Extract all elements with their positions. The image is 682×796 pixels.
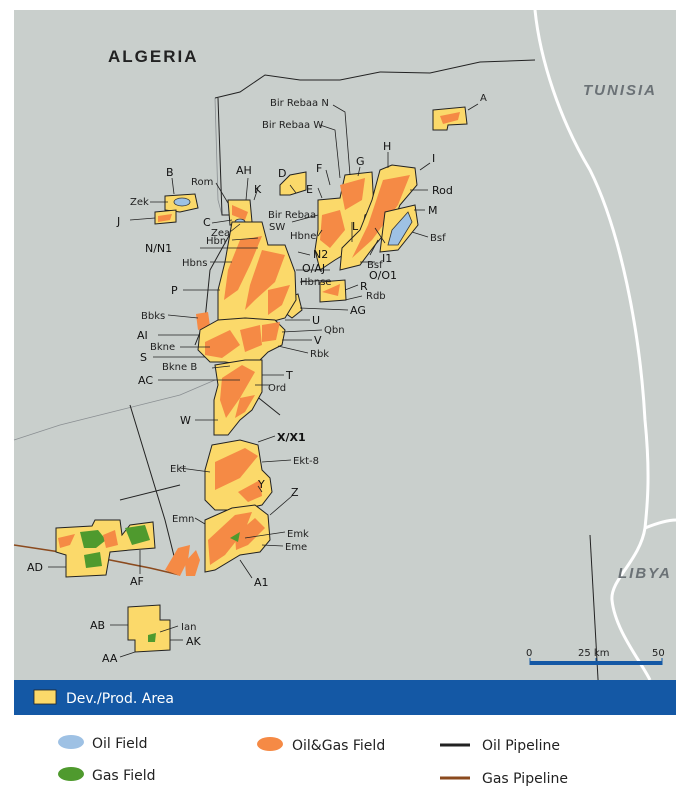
label-F: F bbox=[316, 162, 322, 175]
label-Z: Z bbox=[291, 486, 299, 499]
label-S: S bbox=[140, 351, 147, 364]
label-L: L bbox=[352, 220, 359, 233]
label-N2: N2 bbox=[313, 248, 328, 261]
label-AA: AA bbox=[102, 652, 118, 665]
label-U: U bbox=[312, 314, 320, 327]
label-Emn: Emn bbox=[172, 514, 194, 525]
label-bir-rebaa-n: Bir Rebaa N bbox=[270, 98, 329, 109]
label-Ekt8: Ekt-8 bbox=[293, 456, 319, 467]
label-AH: AH bbox=[236, 164, 252, 177]
label-AI: AI bbox=[137, 329, 148, 342]
label-Ian: Ian bbox=[181, 622, 196, 633]
label-Hbnse: Hbnse bbox=[300, 277, 332, 288]
label-V: V bbox=[314, 334, 322, 347]
scale-label-mid: 25 km bbox=[578, 648, 609, 659]
legend-gas-field: Gas Field bbox=[92, 768, 156, 784]
gas-pipeline bbox=[13, 544, 181, 576]
label-K: K bbox=[254, 183, 262, 196]
label-J: J bbox=[116, 215, 120, 228]
label-Qbn: Qbn bbox=[324, 325, 345, 336]
legend-oil-pipeline: Oil Pipeline bbox=[482, 738, 560, 754]
label-R: R bbox=[360, 280, 368, 293]
legend-oil-gas-field: Oil&Gas Field bbox=[292, 738, 385, 754]
label-OO1: O/O1 bbox=[369, 269, 397, 282]
label-SW: SW bbox=[269, 222, 285, 233]
label-Rdb: Rdb bbox=[366, 291, 386, 302]
label-H: H bbox=[383, 140, 391, 153]
country-label-tunisia: TUNISIA bbox=[583, 82, 657, 99]
label-Rod: Rod bbox=[432, 184, 453, 197]
label-AD: AD bbox=[27, 561, 43, 574]
label-BkneB: Bkne B bbox=[162, 362, 197, 373]
legend-gas-pipeline: Gas Pipeline bbox=[482, 771, 568, 787]
scale-bar: 0 25 km 50 bbox=[526, 648, 665, 665]
label-NN1: N/N1 bbox=[145, 242, 172, 255]
label-G: G bbox=[356, 155, 365, 168]
label-AC: AC bbox=[138, 374, 153, 387]
label-bir-rebaa-w: Bir Rebaa W bbox=[262, 120, 323, 131]
leader-lines bbox=[48, 103, 479, 658]
legend: Oil Field Gas Field Oil&Gas Field Oil Pi… bbox=[58, 735, 568, 787]
country-label-algeria: ALGERIA bbox=[108, 47, 199, 66]
country-borders bbox=[13, 9, 677, 681]
legend-oil-field: Oil Field bbox=[92, 736, 148, 752]
label-D: D bbox=[278, 167, 286, 180]
pipelines bbox=[13, 59, 601, 716]
legend-bar-label: Dev./Prod. Area bbox=[66, 691, 174, 707]
label-Bkne: Bkne bbox=[150, 342, 175, 353]
label-W: W bbox=[180, 414, 191, 427]
scale-label-max: 50 bbox=[652, 648, 665, 659]
label-AF: AF bbox=[130, 575, 144, 588]
field-labels: A Bir Rebaa N Bir Rebaa W H I Rod M Bsf … bbox=[27, 93, 487, 665]
oil-pipeline-north bbox=[214, 59, 536, 99]
label-P: P bbox=[171, 284, 178, 297]
label-M: M bbox=[428, 204, 438, 217]
label-Emk: Emk bbox=[287, 529, 309, 540]
label-I1: I1 bbox=[382, 252, 392, 265]
label-OAJ: O/AJ bbox=[302, 262, 325, 275]
map-background bbox=[14, 10, 676, 680]
label-Rom: Rom bbox=[191, 177, 213, 188]
label-bir-rebaa-sw: Bir Rebaa bbox=[268, 210, 316, 221]
label-Hbn: Hbn bbox=[206, 236, 226, 247]
label-A: A bbox=[480, 93, 487, 104]
label-B: B bbox=[166, 166, 174, 179]
label-Hbne: Hbne bbox=[290, 231, 316, 242]
label-AB: AB bbox=[90, 619, 105, 632]
country-label-libya: LIBYA bbox=[618, 565, 672, 582]
label-Bsf: Bsf bbox=[430, 233, 446, 244]
label-AG: AG bbox=[350, 304, 366, 317]
label-Zek: Zek bbox=[130, 197, 149, 208]
scale-label-zero: 0 bbox=[526, 648, 532, 659]
oil-field-swatch bbox=[58, 735, 84, 749]
oil-gas-field-swatch bbox=[257, 737, 283, 751]
label-T: T bbox=[285, 369, 293, 382]
label-Rbk: Rbk bbox=[310, 349, 329, 360]
label-Y: Y bbox=[257, 478, 265, 491]
label-Zea: Zea bbox=[211, 228, 230, 239]
gas-field-swatch bbox=[58, 767, 84, 781]
label-Eme: Eme bbox=[285, 542, 307, 553]
dev-prod-areas bbox=[55, 106, 468, 653]
field-AB bbox=[127, 604, 171, 653]
label-XX1: X/X1 bbox=[277, 431, 306, 444]
legend-bar: Dev./Prod. Area bbox=[14, 680, 676, 715]
label-Hbns: Hbns bbox=[182, 258, 207, 269]
label-Ord: Ord bbox=[268, 383, 286, 394]
field-D bbox=[279, 171, 307, 196]
label-C: C bbox=[203, 216, 211, 229]
label-I: I bbox=[432, 152, 435, 165]
label-Bbks: Bbks bbox=[141, 311, 165, 322]
dev-area-swatch bbox=[33, 689, 57, 705]
label-Bsf2: Bsf bbox=[367, 260, 383, 271]
label-AK: AK bbox=[186, 635, 202, 648]
label-A1: A1 bbox=[254, 576, 269, 589]
label-Ekt: Ekt bbox=[170, 464, 186, 475]
label-E: E bbox=[306, 183, 313, 196]
